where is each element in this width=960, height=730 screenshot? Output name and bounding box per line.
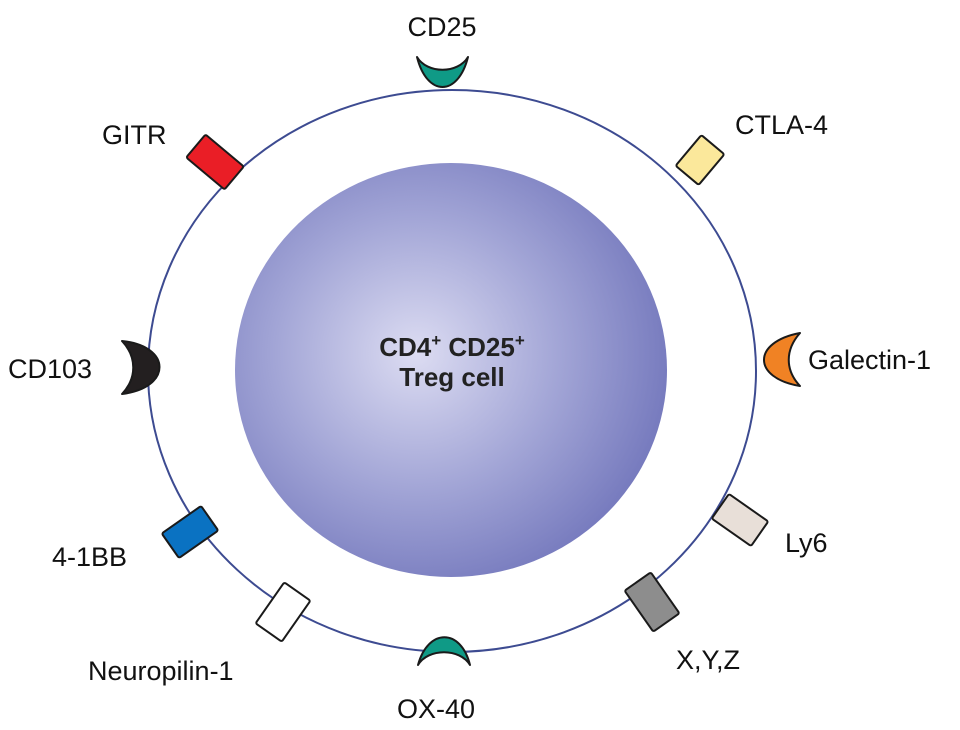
cell-label-cd25: CD25 [441,332,515,362]
cell-label-sup-a: + [431,331,441,350]
ctla4-shape [675,134,725,186]
gitr-label: GITR [102,120,167,150]
cell-label-sup-b: + [515,331,525,350]
cd103-receptor: CD103 [8,340,161,395]
galectin1-receptor: Galectin-1 [763,332,931,387]
4-1bb-receptor: 4-1BB [52,505,219,572]
cell-label-cd4: CD4 [379,332,432,362]
ox40-receptor: OX-40 [397,636,475,724]
cd25-shape [416,56,469,88]
gitr-shape [186,134,244,190]
cd103-label: CD103 [8,354,92,384]
neuropilin1-label: Neuropilin-1 [88,656,234,686]
cd25-label: CD25 [407,12,476,42]
xyz-shape [624,572,680,632]
cell-nucleus [235,163,667,577]
4-1bb-shape [161,505,219,559]
ly6-label: Ly6 [785,528,828,558]
cell-label: CD4+ CD25+ [379,331,525,362]
galectin1-label: Galectin-1 [808,345,931,375]
neuropilin1-receptor: Neuropilin-1 [88,582,311,686]
ly6-shape [711,493,769,547]
ctla4-receptor: CTLA-4 [675,110,828,186]
neuropilin1-shape [255,582,311,642]
galectin1-shape [763,332,801,387]
cell-label-line2: Treg cell [399,362,505,392]
gitr-receptor: GITR [102,120,244,190]
ly6-receptor: Ly6 [711,493,828,558]
4-1bb-label: 4-1BB [52,542,127,572]
xyz-label: X,Y,Z [676,645,740,675]
ctla4-label: CTLA-4 [735,110,828,140]
ox40-shape [417,636,471,666]
xyz-receptor: X,Y,Z [624,572,740,675]
cd103-shape [121,340,161,395]
ox40-label: OX-40 [397,694,475,724]
cd25-receptor: CD25 [407,12,477,88]
